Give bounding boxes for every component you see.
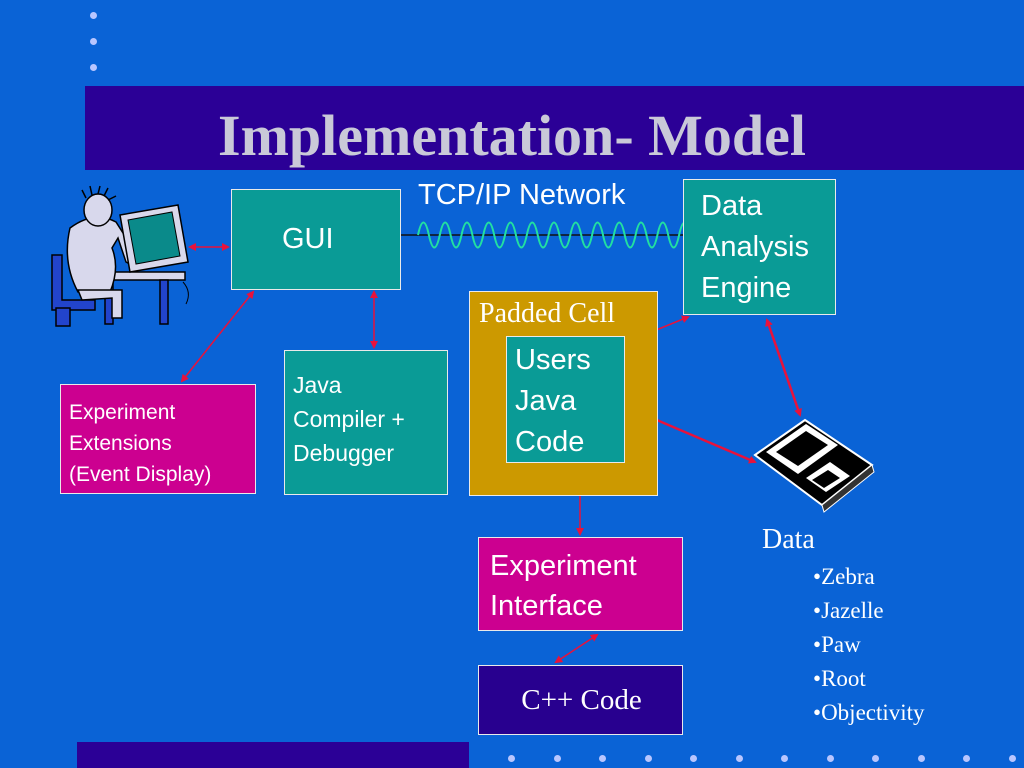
- deco-dot: [553, 755, 561, 762]
- network-label: TCP/IP Network: [418, 179, 626, 211]
- data-list-item: •Jazelle: [813, 594, 925, 628]
- experiment-interface-label: Experiment Interface: [490, 550, 637, 622]
- gui-label: GUI: [282, 223, 334, 255]
- java-compiler-box: Java Compiler + Debugger: [284, 350, 448, 495]
- user-at-computer-illustration: [51, 185, 189, 327]
- deco-dot: [508, 755, 515, 762]
- deco-dot: [735, 755, 743, 762]
- users-java-code-box: Users Java Code: [506, 336, 625, 463]
- padded-cell-label: Padded Cell: [479, 298, 616, 329]
- experiment-extensions-label: Experiment Extensions (Event Display): [69, 401, 212, 486]
- users-java-code-label: Users Java Code: [515, 344, 591, 458]
- bullet-icon: •: [813, 564, 822, 589]
- page-title: Implementation- Model: [218, 103, 806, 168]
- network-wave: [417, 221, 691, 249]
- bullet-icon: •: [813, 598, 822, 623]
- bottom-bar: [77, 742, 469, 768]
- cpp-code-label: C++ Code: [521, 684, 642, 716]
- title-bar: [85, 86, 1024, 170]
- deco-dot: [90, 12, 97, 19]
- deco-dot: [599, 755, 606, 762]
- data-analysis-engine-box: Data Analysis Engine: [683, 179, 836, 315]
- deco-dot: [644, 755, 652, 762]
- arrow-engine-data: [765, 318, 802, 417]
- deco-dot: [781, 755, 788, 762]
- bullet-icon: •: [813, 700, 822, 725]
- bullet-icon: •: [813, 666, 822, 691]
- deco-dot: [90, 38, 97, 45]
- data-list-item: •Root: [813, 662, 925, 696]
- data-list-item: •Paw: [813, 628, 925, 662]
- deco-dot: [690, 755, 697, 762]
- deco-dot: [1008, 755, 1016, 762]
- deco-dot: [917, 755, 925, 762]
- experiment-extensions-box: Experiment Extensions (Event Display): [60, 384, 256, 494]
- floppy-disk-icon: [753, 418, 875, 513]
- bullet-icon: •: [813, 632, 822, 657]
- data-list-item: •Zebra: [813, 560, 925, 594]
- data-heading: Data: [762, 524, 815, 555]
- data-list-item-label: Jazelle: [821, 598, 884, 623]
- data-list-item-label: Root: [821, 666, 866, 691]
- deco-dot: [90, 64, 97, 71]
- deco-dot: [963, 755, 970, 762]
- arrow-gui-extensions: [180, 290, 255, 383]
- data-list-item: •Objectivity: [813, 696, 925, 730]
- java-compiler-label: Java Compiler + Debugger: [293, 372, 405, 466]
- gui-box: GUI: [231, 189, 401, 290]
- cpp-code-box: C++ Code: [478, 665, 683, 735]
- deco-dot: [872, 755, 879, 762]
- experiment-interface-box: Experiment Interface: [478, 537, 683, 631]
- deco-dot: [826, 755, 834, 762]
- data-analysis-engine-label: Data Analysis Engine: [701, 190, 809, 304]
- data-list-item-label: Objectivity: [821, 700, 925, 725]
- arrow-interface-cpp: [554, 633, 599, 664]
- data-list-item-label: Zebra: [821, 564, 875, 589]
- data-list-item-label: Paw: [821, 632, 861, 657]
- data-list: •Zebra•Jazelle•Paw•Root•Objectivity: [813, 560, 925, 730]
